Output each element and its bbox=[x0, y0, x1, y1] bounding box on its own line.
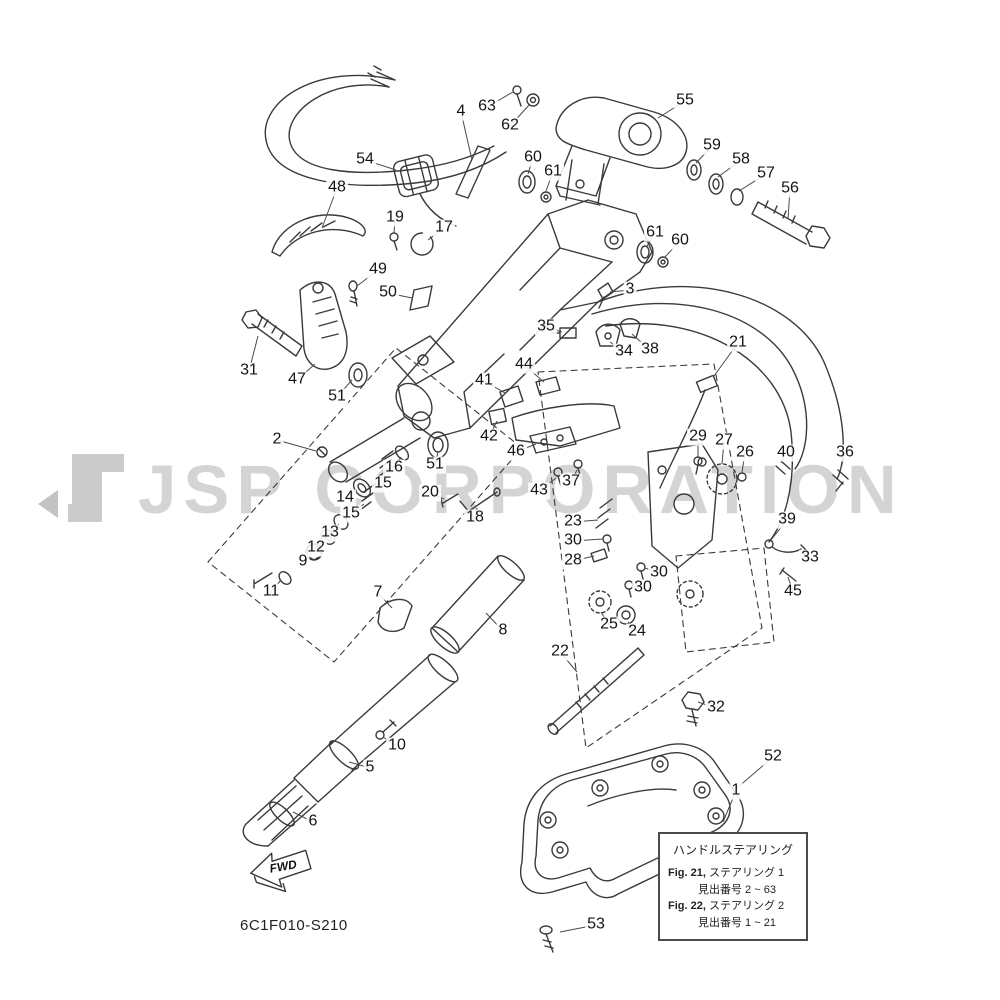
part-callout-62: 62 bbox=[499, 116, 521, 135]
part-callout-60: 60 bbox=[669, 231, 691, 250]
part-callout-19: 19 bbox=[384, 208, 406, 227]
part-callout-15: 15 bbox=[372, 474, 394, 493]
part-callout-61: 61 bbox=[644, 223, 666, 242]
fwd-arrow-label: FWD bbox=[268, 857, 298, 876]
part-callout-42: 42 bbox=[478, 427, 500, 446]
part-callout-46: 46 bbox=[505, 442, 527, 461]
part-callout-15: 15 bbox=[340, 504, 362, 523]
part-callout-35: 35 bbox=[535, 317, 557, 336]
part-callout-23: 23 bbox=[562, 512, 584, 531]
part-callout-50: 50 bbox=[377, 283, 399, 302]
part-callout-27: 27 bbox=[713, 431, 735, 450]
part-callout-22: 22 bbox=[549, 642, 571, 661]
part-callout-20: 20 bbox=[419, 483, 441, 502]
part-callout-2: 2 bbox=[270, 430, 284, 449]
part-callout-9: 9 bbox=[296, 552, 310, 571]
watermark-logo-icon bbox=[38, 454, 124, 522]
throttle-cables-drawing bbox=[264, 65, 507, 187]
part-callout-53: 53 bbox=[585, 915, 607, 934]
part-callout-17: 17 bbox=[433, 218, 455, 237]
info-box-title: ハンドルステアリング bbox=[672, 843, 793, 857]
info-box-desc: ステアリング 2 bbox=[708, 900, 785, 912]
lower-cover-drawing bbox=[520, 743, 745, 953]
part-callout-7: 7 bbox=[371, 583, 385, 602]
part-callout-31: 31 bbox=[238, 361, 260, 380]
part-callout-34: 34 bbox=[613, 342, 635, 361]
part-callout-58: 58 bbox=[730, 150, 752, 169]
part-callout-60: 60 bbox=[522, 148, 544, 167]
fwd-arrow: FWD bbox=[250, 849, 312, 893]
info-box-row: 見出番号 1 ~ 21 bbox=[668, 915, 798, 932]
part-callout-40: 40 bbox=[775, 443, 797, 462]
part-callout-33: 33 bbox=[799, 548, 821, 567]
handle-mount-drawing bbox=[241, 214, 449, 459]
part-callout-49: 49 bbox=[367, 260, 389, 279]
part-callout-39: 39 bbox=[776, 510, 798, 529]
part-callout-8: 8 bbox=[496, 621, 510, 640]
part-callout-36: 36 bbox=[834, 443, 856, 462]
part-callout-13: 13 bbox=[319, 523, 341, 542]
grip-parts-chain-drawing bbox=[253, 417, 501, 589]
part-callout-61: 61 bbox=[542, 162, 564, 181]
part-callout-38: 38 bbox=[639, 340, 661, 359]
part-callout-21: 21 bbox=[727, 333, 749, 352]
part-callout-1: 1 bbox=[729, 781, 743, 800]
info-box-desc: ステアリング 1 bbox=[708, 867, 785, 879]
part-callout-57: 57 bbox=[755, 164, 777, 183]
part-callout-30: 30 bbox=[632, 578, 654, 597]
clamp-bracket-drawing bbox=[512, 85, 831, 268]
part-callout-48: 48 bbox=[326, 178, 348, 197]
part-callout-30: 30 bbox=[648, 563, 670, 582]
part-callout-5: 5 bbox=[363, 758, 377, 777]
part-callout-16: 16 bbox=[383, 458, 405, 477]
part-callout-12: 12 bbox=[305, 538, 327, 557]
part-callout-30: 30 bbox=[562, 531, 584, 550]
part-callout-32: 32 bbox=[705, 698, 727, 717]
part-callout-52: 52 bbox=[762, 747, 784, 766]
part-callout-28: 28 bbox=[562, 551, 584, 570]
part-callout-4: 4 bbox=[454, 102, 468, 121]
part-callout-6: 6 bbox=[306, 812, 320, 831]
part-callout-18: 18 bbox=[464, 508, 486, 527]
part-callout-56: 56 bbox=[779, 179, 801, 198]
leader-line-2 bbox=[276, 439, 317, 452]
steering-bracket-drawing bbox=[348, 159, 653, 439]
part-callout-29: 29 bbox=[687, 427, 709, 446]
part-callout-63: 63 bbox=[476, 97, 498, 116]
part-callout-14: 14 bbox=[334, 488, 356, 507]
watermark: JSP CORPORATION bbox=[34, 446, 974, 532]
figure-info-box: ハンドルステアリング Fig. 21, ステアリング 1 見出番号 2 ~ 63… bbox=[658, 832, 808, 941]
part-callout-43: 43 bbox=[528, 481, 550, 500]
part-callout-37: 37 bbox=[560, 472, 582, 491]
part-callout-25: 25 bbox=[598, 615, 620, 634]
info-box-desc: 見出番号 1 ~ 21 bbox=[698, 916, 776, 929]
info-box-desc: 見出番号 2 ~ 63 bbox=[698, 883, 776, 896]
part-callout-10: 10 bbox=[386, 736, 408, 755]
part-callout-3: 3 bbox=[623, 280, 637, 299]
info-box-fig-label: Fig. 21, bbox=[668, 867, 706, 879]
info-box-row: Fig. 22, ステアリング 2 bbox=[668, 898, 798, 915]
part-callout-44: 44 bbox=[513, 355, 535, 374]
info-box-row: 見出番号 2 ~ 63 bbox=[668, 882, 798, 899]
part-callout-54: 54 bbox=[354, 150, 376, 169]
drawing-code: 6C1F010-S210 bbox=[240, 917, 348, 934]
part-callout-59: 59 bbox=[701, 136, 723, 155]
watermark-text: JSP CORPORATION bbox=[138, 450, 904, 528]
part-callout-45: 45 bbox=[782, 582, 804, 601]
part-callout-11: 11 bbox=[260, 582, 282, 601]
part-callout-41: 41 bbox=[473, 371, 495, 390]
info-box-fig-label: Fig. 22, bbox=[668, 900, 706, 912]
tiller-handle-drawing bbox=[242, 555, 525, 847]
part-callout-47: 47 bbox=[286, 370, 308, 389]
part-callout-24: 24 bbox=[626, 622, 648, 641]
info-box-row: Fig. 21, ステアリング 1 bbox=[668, 865, 798, 882]
part-callout-51: 51 bbox=[424, 455, 446, 474]
part-callout-26: 26 bbox=[734, 443, 756, 462]
part-callout-51: 51 bbox=[326, 387, 348, 406]
part-callout-55: 55 bbox=[674, 91, 696, 110]
